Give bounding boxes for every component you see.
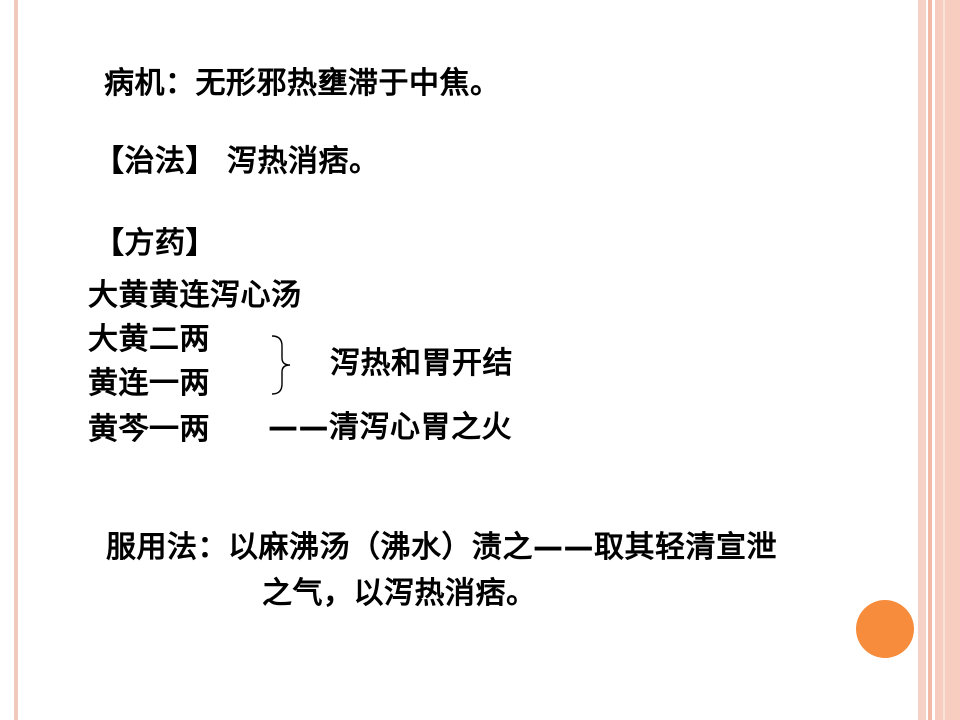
effect-group-text: 泻热和胃开结 xyxy=(330,346,513,381)
treatment-text: 【治法】 泻热消痞。 xyxy=(94,144,380,179)
right-stripe xyxy=(932,0,935,720)
usage-line-1: 服用法：以麻沸汤（沸水）渍之——取其轻清宣泄 xyxy=(106,530,777,565)
right-stripe xyxy=(935,0,960,720)
pathology-text: 病机：无形邪热壅滞于中焦。 xyxy=(104,66,501,101)
left-border-line xyxy=(14,0,18,720)
right-stripe xyxy=(943,0,945,720)
herb-item: 黄芩一两 xyxy=(88,412,210,447)
herb-item: 黄连一两 xyxy=(88,366,210,401)
formula-heading: 【方药】 xyxy=(94,226,216,261)
right-stripe xyxy=(926,0,928,720)
formula-name: 大黄黄连泻心汤 xyxy=(88,278,302,313)
effect-single-text: ——清泻心胃之火 xyxy=(268,410,512,445)
right-stripe xyxy=(918,0,926,720)
herb-item: 大黄二两 xyxy=(88,322,210,357)
right-stripe xyxy=(928,0,932,720)
orange-circle-decoration xyxy=(856,600,914,658)
usage-line-2: 之气，以泻热消痞。 xyxy=(262,576,537,611)
right-brace-icon xyxy=(271,335,291,395)
